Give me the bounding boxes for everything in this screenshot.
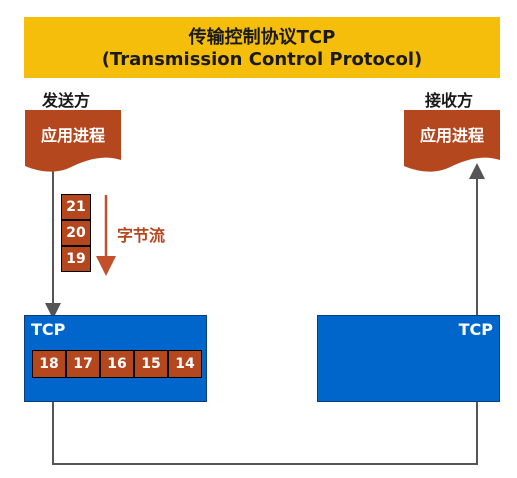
- sender-process-label: 应用进程: [40, 126, 105, 145]
- sender-tcp-label: TCP: [31, 320, 66, 339]
- buffer-byte-17: 17: [66, 350, 100, 378]
- banner-title: 传输控制协议TCP: [188, 27, 336, 48]
- banner-subtitle: (Transmission Control Protocol): [101, 49, 423, 70]
- receiver-process-icon: 应用进程: [404, 110, 500, 176]
- sender-tcp-box: TCP 18 17 16 15 14: [24, 315, 207, 402]
- receiver-tcp-label: TCP: [458, 320, 493, 339]
- sender-process-icon: 应用进程: [25, 110, 121, 176]
- buffer-byte-15: 15: [134, 350, 168, 378]
- receiver-label: 接收方: [425, 91, 474, 110]
- buffer-byte-16: 16: [100, 350, 134, 378]
- stream-byte-21: 21: [61, 194, 91, 220]
- sender-label: 发送方: [42, 91, 91, 110]
- stream-byte-20: 20: [61, 220, 91, 246]
- network-connection-line: [52, 402, 478, 465]
- buffer-byte-14: 14: [168, 350, 202, 378]
- buffer-byte-18: 18: [32, 350, 66, 378]
- stream-byte-19: 19: [61, 246, 91, 272]
- byte-stream-label: 字节流: [117, 226, 166, 245]
- receiver-tcp-box: TCP: [317, 315, 500, 402]
- receiver-process-label: 应用进程: [419, 126, 484, 145]
- title-banner: 传输控制协议TCP (Transmission Control Protocol…: [24, 17, 500, 78]
